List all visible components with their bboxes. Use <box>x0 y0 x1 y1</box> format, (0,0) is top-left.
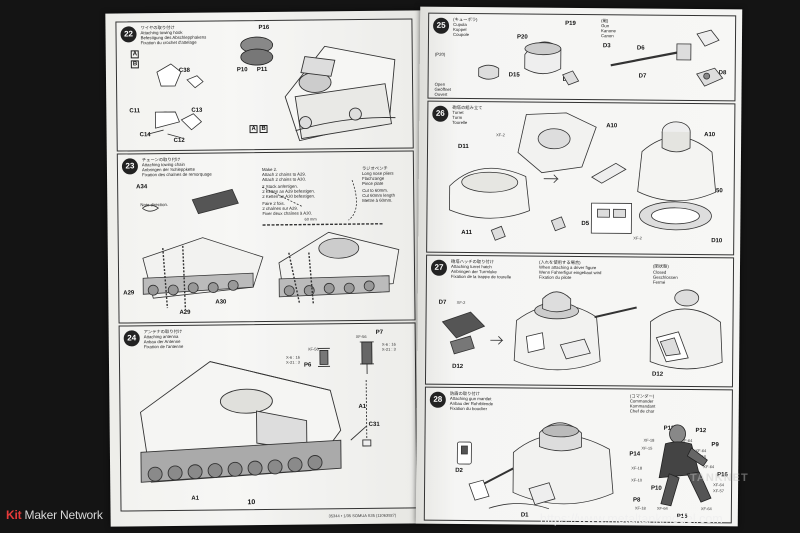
kitmaker-watermark-rest: Maker Network <box>21 508 103 522</box>
hull-chain-illustration-right <box>278 231 400 305</box>
part-label: P7 <box>375 329 384 336</box>
chain-illustration <box>142 179 383 226</box>
kitmaker-watermark: Kit Maker Network <box>6 508 103 522</box>
hatch-open-fr: Ouvert <box>434 91 448 97</box>
instruction-page-left: 22 ワイヤの取り付け Attaching towing hook Befest… <box>105 10 426 527</box>
step-24-panel: 24 アンテナの取り付け Attaching antenna Anbau der… <box>118 322 418 512</box>
step-25-panel: 25 (キューポラ) Cupola Kuppel Coupole (砲) Gun… <box>427 12 737 102</box>
hull-antenna-illustration <box>140 361 372 483</box>
step-number-badge: 23 <box>121 158 139 175</box>
turret-hatch-illustration <box>441 289 723 371</box>
step-26-panel: 26 砲塔の組み立て Turret Turm Tourelle D11 A10 … <box>426 100 736 256</box>
step-22-panel: 22 ワイヤの取り付け Attaching towing hook Befest… <box>115 18 414 152</box>
paint-code: XF-18 <box>634 505 646 511</box>
page-number: 10 <box>247 499 256 507</box>
cupola-illustration <box>478 41 580 86</box>
instruction-page-right: 25 (キューポラ) Cupola Kuppel Coupole (砲) Gun… <box>415 6 743 527</box>
step-27-panel: 27 砲塔ハッチの取り付け Attaching turret hatch Anb… <box>424 254 735 388</box>
hull-chain-illustration-left <box>142 237 264 310</box>
closed-jp: (閉状態) <box>652 263 669 269</box>
mark-label: B <box>259 124 268 134</box>
ghost-watermark: TANKNET <box>690 472 749 484</box>
step-number-badge: 25 <box>433 17 450 34</box>
gun-mantlet-illustration <box>456 422 614 510</box>
part-label: P8 <box>632 497 641 504</box>
spare-wheels-illustration <box>240 36 274 66</box>
option-label: (P20) <box>434 51 446 57</box>
step-23-panel: 23 チェーンの取り付け Attaching towing chain Anbr… <box>116 150 416 324</box>
mark-label: A <box>249 125 258 134</box>
part-label: P14 <box>629 451 641 458</box>
paint-code: XF-18 <box>631 465 643 471</box>
antenna-parts-illustration <box>317 341 375 374</box>
paint-code: XF-10 <box>631 477 643 483</box>
kitmaker-watermark-kit: Kit <box>6 508 22 522</box>
page-footer: 35344 • 1/35 SOMUA S35 (11063927) <box>328 512 397 519</box>
hull-rear-illustration <box>284 45 396 142</box>
gun-illustration <box>610 29 724 87</box>
commander-figure-illustration <box>658 424 712 507</box>
turret-parts-illustration <box>449 112 717 241</box>
towing-hook-illustration <box>147 63 204 139</box>
step-28-panel: 28 防盾の取り付け Attaching gun mantlet Anbau d… <box>423 386 733 524</box>
metaltank-url-watermark: https://www.metaltankmodel.com <box>540 512 723 526</box>
step-title-fr: Coupole <box>452 31 470 38</box>
commander-fr: Chef de char <box>629 408 655 414</box>
step-number-badge: 22 <box>120 26 137 43</box>
